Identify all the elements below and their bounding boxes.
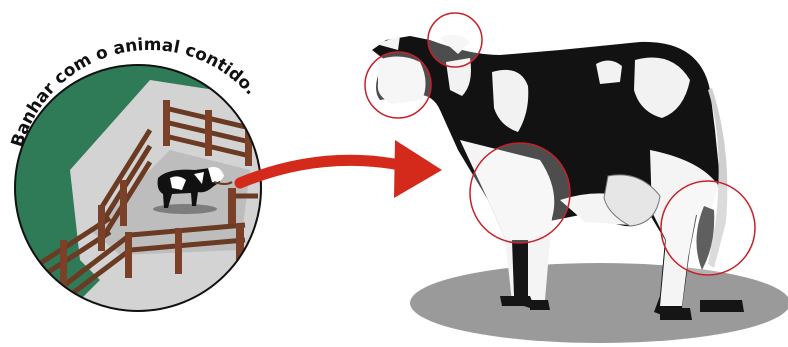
marker-front-leg [470, 143, 570, 243]
marker-rear-leg-tail [661, 181, 755, 275]
marker-ear [428, 13, 482, 67]
red-arrow [240, 140, 442, 198]
marker-head [365, 52, 431, 118]
